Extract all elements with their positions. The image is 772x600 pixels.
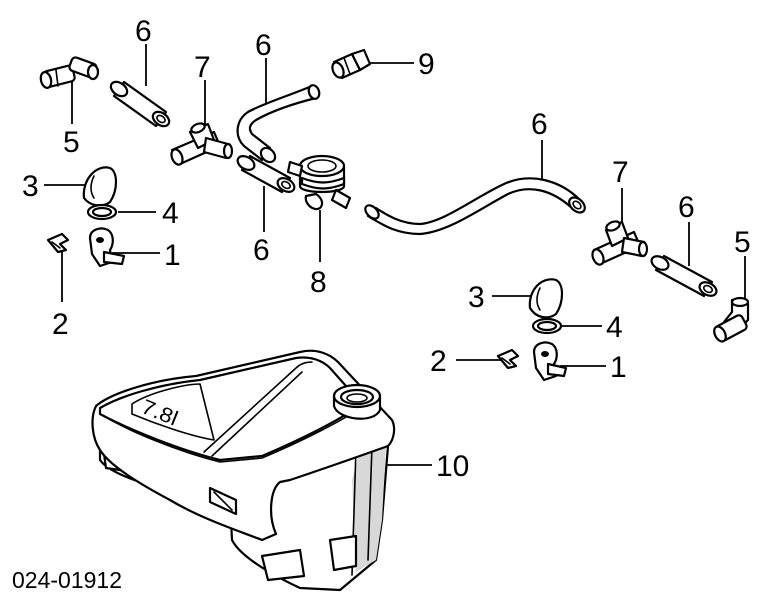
retaining-clip-left xyxy=(46,232,70,254)
callout-4b: 4 xyxy=(606,311,623,344)
callout-6a: 6 xyxy=(135,15,152,48)
elbow-connector-left xyxy=(39,56,100,89)
callout-3a: 3 xyxy=(22,170,39,203)
callout-9: 9 xyxy=(418,48,435,81)
o-ring-left xyxy=(86,203,118,221)
washer-nozzle-right xyxy=(532,341,568,382)
callout-1b: 1 xyxy=(610,351,627,384)
retaining-clip-right xyxy=(496,348,520,370)
callout-7b: 7 xyxy=(612,156,629,189)
callout-6e: 6 xyxy=(678,191,695,224)
diagram-reference-number: 024-01912 xyxy=(12,567,122,593)
callout-labels: 6 7 6 9 5 3 4 1 2 6 8 6 7 6 5 3 4 2 1 10 xyxy=(22,15,751,483)
callout-8: 8 xyxy=(310,266,327,299)
elbow-connector-right xyxy=(713,296,750,343)
callout-3b: 3 xyxy=(468,281,485,314)
washer-fluid-reservoir: 7.8l xyxy=(91,349,396,592)
callout-2a: 2 xyxy=(52,308,69,341)
tee-connector-right xyxy=(591,220,649,266)
callout-5b: 5 xyxy=(734,226,751,259)
hose-curved-upper xyxy=(236,84,321,164)
filler-neck xyxy=(332,383,382,420)
nozzle-cap-left xyxy=(82,166,118,207)
callout-1a: 1 xyxy=(164,239,181,272)
callout-5a: 5 xyxy=(63,126,80,159)
callout-6b: 6 xyxy=(255,29,272,62)
o-ring-right xyxy=(531,317,563,335)
washer-nozzle-left xyxy=(88,227,126,268)
washer-pump-valve xyxy=(286,154,352,211)
callout-7a: 7 xyxy=(194,51,211,84)
callout-4a: 4 xyxy=(162,197,179,230)
hose-straight-2 xyxy=(236,154,296,194)
check-valve-plug xyxy=(331,48,372,80)
callout-10: 10 xyxy=(436,450,469,483)
tee-connector-left xyxy=(170,122,234,166)
hose-straight-1 xyxy=(109,80,171,128)
callout-6c: 6 xyxy=(253,234,270,267)
callout-2b: 2 xyxy=(430,345,447,378)
nozzle-cap-right xyxy=(528,278,564,319)
hose-straight-3 xyxy=(650,254,718,298)
hose-long-curved xyxy=(364,177,586,236)
callout-6d: 6 xyxy=(531,108,548,141)
